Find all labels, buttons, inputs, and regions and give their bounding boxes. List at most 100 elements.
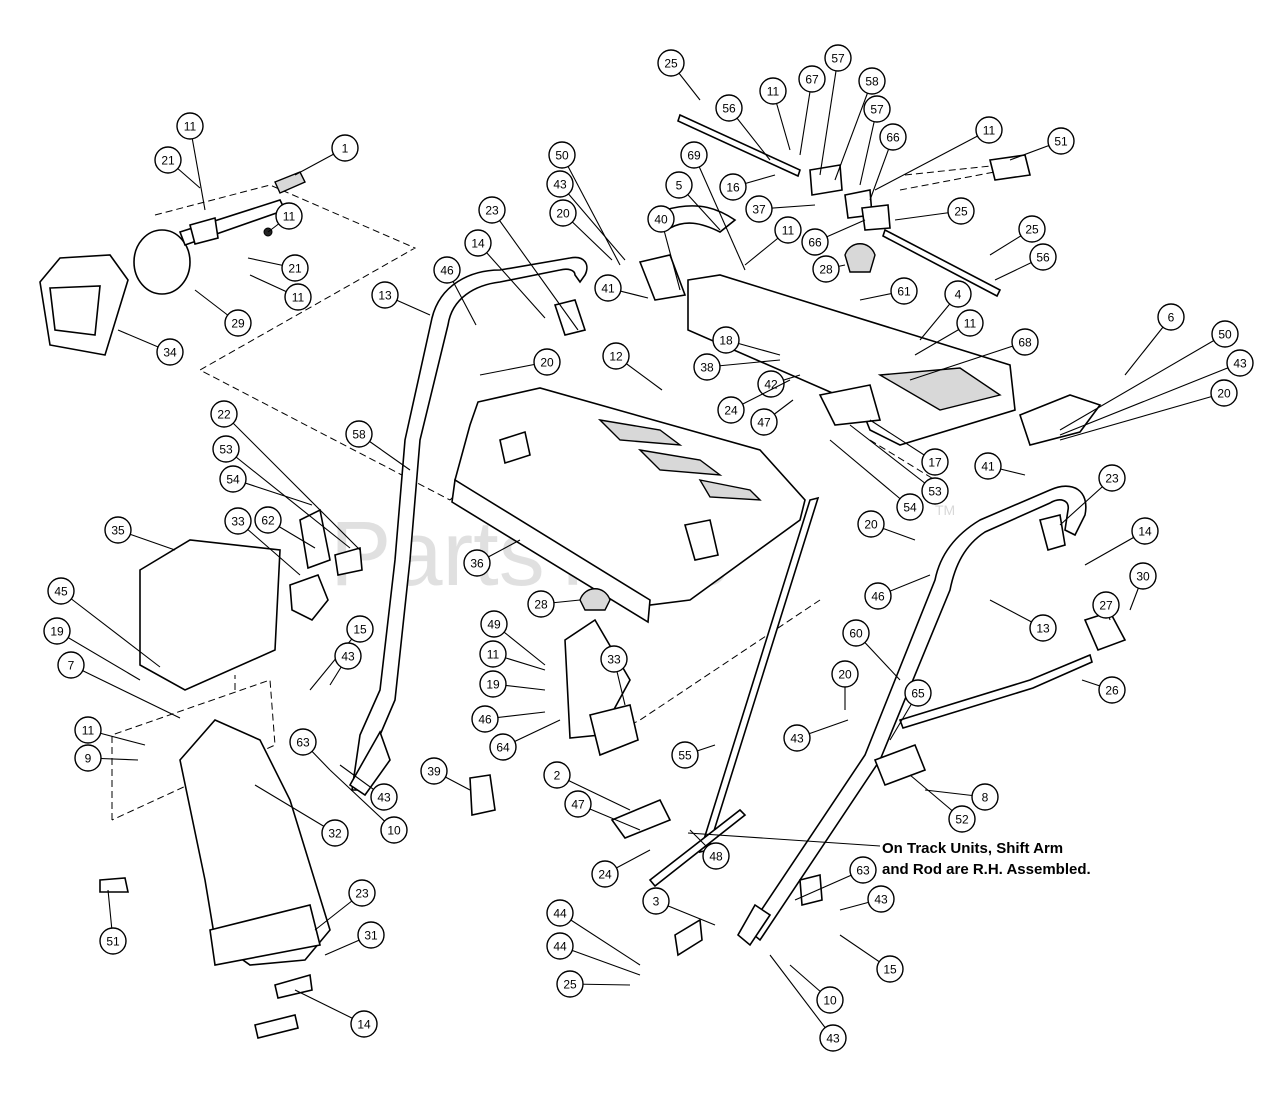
callout-24: 24 [591,849,651,888]
callout-13: 13 [371,281,431,316]
callout-label: 44 [553,907,567,921]
callout-label: 43 [553,178,567,192]
callout-3: 3 [642,887,716,926]
callout-44: 44 [546,899,641,966]
callout-bubble [858,67,886,95]
callout-bubble [974,452,1002,480]
callout-leader [254,784,336,834]
callout-label: 28 [819,263,833,277]
callout-21: 21 [247,254,309,282]
callout-7: 7 [57,651,181,719]
callout-bubble [357,921,385,949]
callout-bubble [904,679,932,707]
callout-label: 43 [1233,357,1247,371]
callout-label: 20 [1217,387,1231,401]
callout-label: 14 [471,237,485,251]
callout-24: 24 [717,379,791,424]
callout-bubble [546,170,574,198]
callout-bubble [219,465,247,493]
callout-label: 56 [1036,251,1050,265]
callout-leader [329,769,395,831]
callout-label: 48 [709,850,723,864]
callout-36: 36 [463,539,521,577]
callout-leader [834,80,873,181]
callout-bubble [210,400,238,428]
callout-label: 57 [870,103,884,117]
console-housing [451,387,806,624]
callout-label: 11 [184,120,197,134]
callout-47: 47 [750,399,794,436]
note-line-2: and Rod are R.H. Assembled. [882,861,1091,878]
callout-45: 45 [47,577,161,668]
callout-63: 63 [289,728,331,771]
callout-label: 58 [865,75,879,89]
callout-label: 36 [470,557,484,571]
callout-label: 33 [607,653,621,667]
callout-2: 2 [543,761,631,811]
callout-label: 27 [1099,599,1113,613]
callout-bubble [642,887,670,915]
callout-bubble [876,955,904,983]
callout-bubble [489,733,517,761]
callout-label: 14 [357,1018,371,1032]
callout-11: 11 [744,216,802,266]
callout-51: 51 [1009,127,1075,161]
callout-25: 25 [657,49,701,101]
callout-69: 69 [680,141,746,271]
callout-57: 57 [859,95,891,186]
callout-43: 43 [1059,349,1254,436]
callout-label: 15 [883,963,897,977]
callout-43: 43 [769,954,847,1052]
callout-bubble [1029,243,1057,271]
callout-label: 68 [1018,336,1032,350]
callout-bubble [334,642,362,670]
callout-label: 11 [487,648,500,662]
callout-43: 43 [839,885,895,913]
callout-bubble [1092,591,1120,619]
callout-label: 13 [1036,622,1050,636]
callout-leader [769,954,834,1039]
callout-11: 11 [249,274,312,311]
callout-label: 13 [378,289,392,303]
callout-58: 58 [345,420,411,471]
callout-label: 66 [886,131,900,145]
rods-and-hardware [99,113,1127,1039]
callout-leader [559,912,641,966]
callout-label: 55 [678,749,692,763]
callout-41: 41 [594,274,649,302]
callout-bubble [346,615,374,643]
callout-label: 9 [85,752,92,766]
callout-leader [559,945,641,976]
callout-11: 11 [479,640,546,671]
callout-bubble [600,645,628,673]
callout-bubble [750,408,778,436]
callout-bubble [380,816,408,844]
callouts: 1211111211129341346142320582253546233354… [43,44,1254,1052]
callout-label: 57 [831,52,845,66]
callout-label: 69 [687,149,701,163]
callout-46: 46 [864,574,931,610]
callout-15: 15 [309,615,374,691]
callout-label: 52 [955,813,969,827]
callout-38: 38 [693,353,781,381]
callout-22: 22 [210,400,361,551]
callout-label: 46 [871,590,885,604]
callout-bubble [591,860,619,888]
callout-20: 20 [831,660,859,710]
callout-label: 47 [571,798,585,812]
callout-leader [561,154,621,266]
callout-label: 11 [782,224,795,238]
callout-bubble [43,617,71,645]
callout-20: 20 [479,348,561,376]
callout-53: 53 [849,424,949,505]
callout-label: 46 [478,713,492,727]
callout-60: 60 [842,619,901,681]
callout-57: 57 [819,44,852,176]
callout-bubble [921,477,949,505]
callout-label: 26 [1105,684,1119,698]
callout-label: 51 [106,935,120,949]
callout-label: 43 [377,791,391,805]
callout-bubble [745,195,773,223]
callout-leader [909,341,1026,381]
callout-bubble [1210,379,1238,407]
